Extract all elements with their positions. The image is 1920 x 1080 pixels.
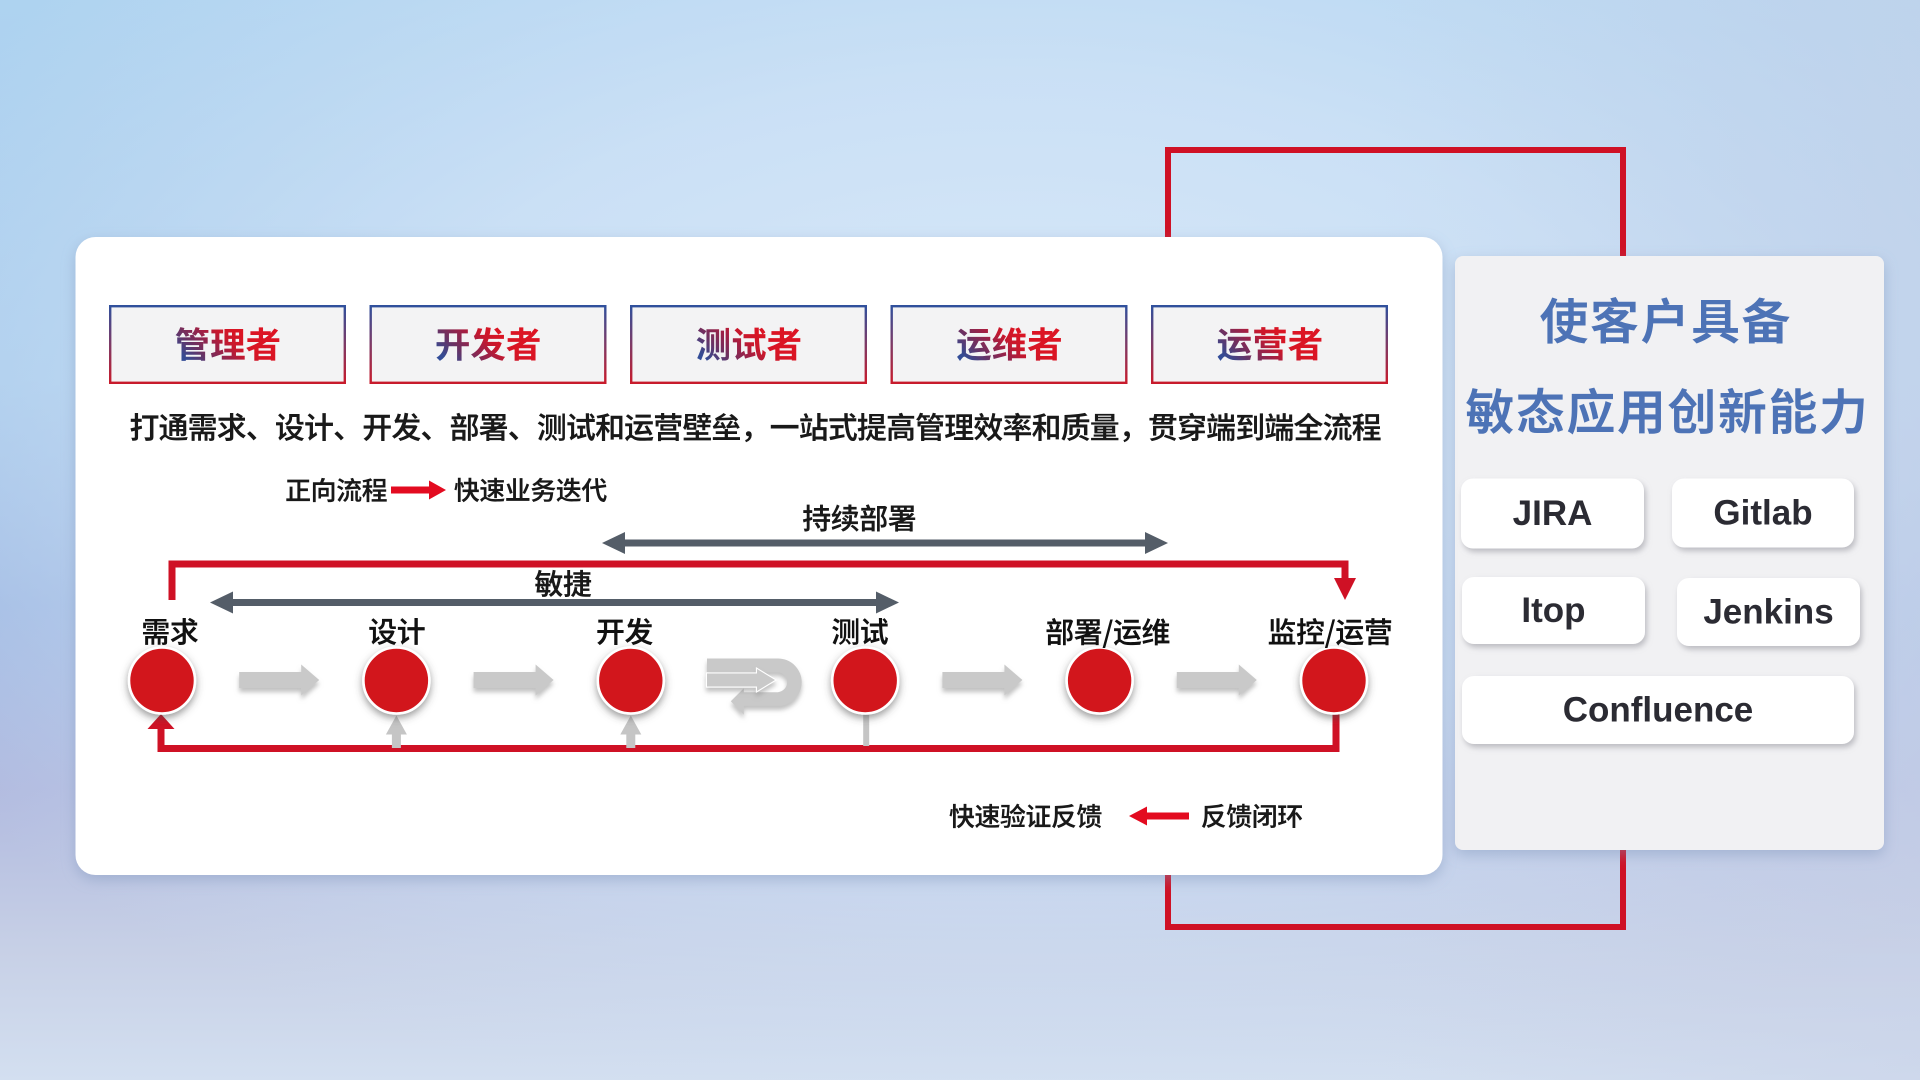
svg-text:Confluence: Confluence bbox=[1563, 691, 1754, 730]
svg-text:Gitlab: Gitlab bbox=[1713, 494, 1812, 533]
svg-text:Itop: Itop bbox=[1521, 591, 1585, 630]
svg-text:Jenkins: Jenkins bbox=[1703, 593, 1833, 632]
svg-text:JIRA: JIRA bbox=[1513, 494, 1593, 533]
